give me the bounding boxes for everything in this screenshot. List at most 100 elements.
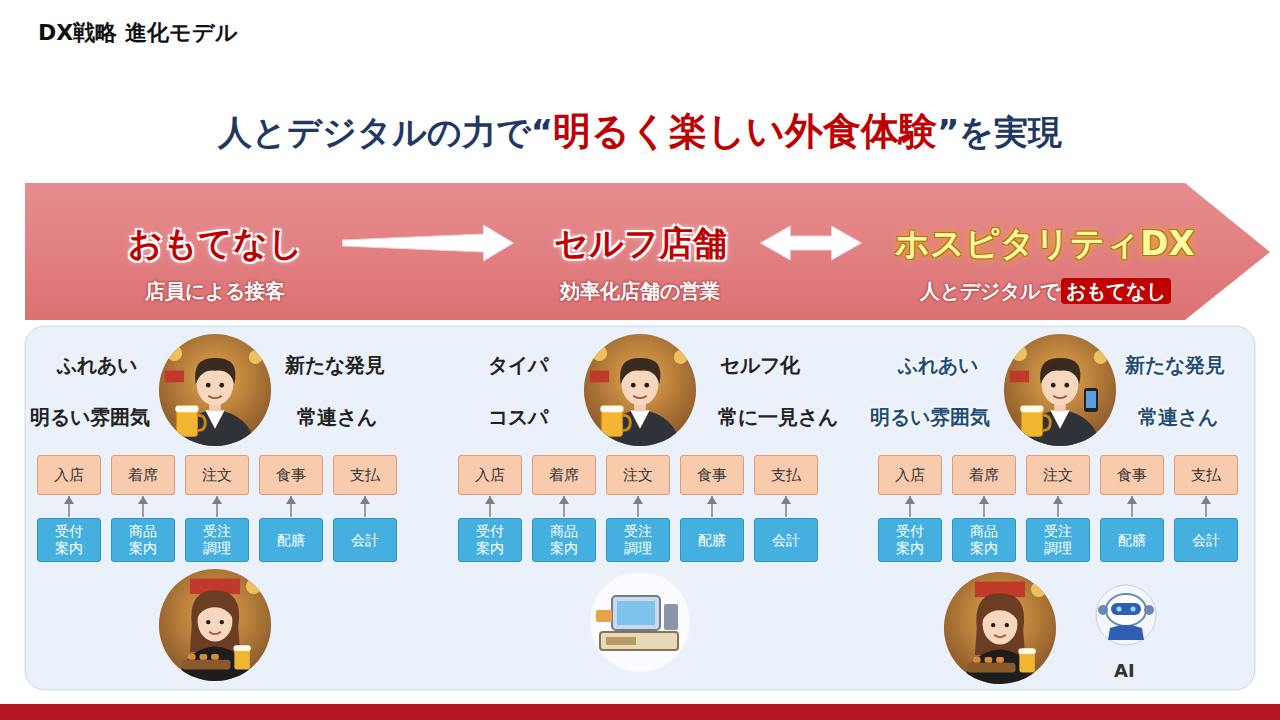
box-text: 受付 案内 [883,523,937,557]
step-box: 入店 [878,455,942,495]
role-box: 配膳 [1100,518,1164,562]
step-box: 入店 [37,455,101,495]
role-box: 会計 [754,518,818,562]
connector [781,496,791,504]
stage-heading: おもてなし [128,222,303,264]
step-box: 支払 [333,455,397,495]
connector [760,226,861,260]
box-text: 着席 [128,466,158,485]
connector [633,496,643,504]
step-box: 食事 [680,455,744,495]
keyword-label: コスパ [488,404,548,430]
process-panel [25,326,1255,690]
box-text: 食事 [276,466,306,485]
step-box: 支払 [1174,455,1238,495]
connector [707,496,717,504]
connector [64,496,74,504]
box-text: 受付 案内 [42,523,96,557]
headline-part: 人とデジタルの力で“ [218,110,553,156]
evolution-band [25,183,1270,320]
ai-robot-icon [1096,585,1156,645]
highlight-text: おもてなし [1061,278,1171,304]
staff-avatar [942,570,1058,686]
connector [212,496,222,504]
box-text: 会計 [351,532,379,549]
box-text: 配膳 [698,532,726,549]
box-text: 注文 [202,466,232,485]
box-text: 食事 [1117,466,1147,485]
footer-bar [0,704,1280,720]
pos-terminal-icon [590,572,690,672]
keyword-label: 常連さん [297,404,377,430]
box-text: 支払 [1191,466,1221,485]
customer-avatar [582,332,698,448]
headline-part: 明るく楽しい外食体験 [553,106,937,157]
step-box: 注文 [1026,455,1090,495]
role-box: 商品 案内 [111,518,175,562]
role-box: 配膳 [680,518,744,562]
keyword-label: 明るい雰囲気 [870,404,990,430]
connector [138,496,148,504]
connector [343,225,514,261]
headline: 人とデジタルの力で“明るく楽しい外食体験”を実現 [0,106,1280,157]
stage-subtitle-row: 人とデジタルでおもてなし [920,278,1171,304]
keyword-label: ふれあい [57,352,137,378]
keyword-label: 新たな発見 [1125,352,1225,378]
headline-part: ”を実現 [937,110,1062,156]
customer-avatar [1002,332,1118,448]
connector [559,496,569,504]
box-text: 入店 [895,466,925,485]
keyword-label: 常に一見さん [718,404,838,430]
box-text: 商品 案内 [537,523,591,557]
connector [979,496,989,504]
role-box: 受注 調理 [1026,518,1090,562]
staff-avatar [157,567,273,683]
box-text: 受注 調理 [190,523,244,557]
step-box: 注文 [606,455,670,495]
role-box: 受付 案内 [878,518,942,562]
robot-label: AI [1114,660,1135,681]
keyword-label: 常連さん [1138,404,1218,430]
customer-avatar [157,332,273,448]
stage-subtitle-row: 店員による接客 [145,278,285,304]
box-text: 商品 案内 [116,523,170,557]
connector [360,496,370,504]
box-text: 食事 [697,466,727,485]
box-text: 支払 [350,466,380,485]
role-box: 商品 案内 [952,518,1016,562]
keyword-label: ふれあい [898,352,978,378]
box-text: 入店 [475,466,505,485]
role-box: 受注 調理 [606,518,670,562]
role-box: 商品 案内 [532,518,596,562]
keyword-label: セルフ化 [720,352,800,378]
step-box: 着席 [532,455,596,495]
box-text: 配膳 [277,532,305,549]
connector [1053,496,1063,504]
connector [1127,496,1137,504]
step-box: 食事 [259,455,323,495]
keyword-label: 新たな発見 [285,352,385,378]
box-text: 注文 [1043,466,1073,485]
box-text: 支払 [771,466,801,485]
box-text: 入店 [54,466,84,485]
step-box: 注文 [185,455,249,495]
role-box: 会計 [1174,518,1238,562]
box-text: 着席 [969,466,999,485]
box-text: 注文 [623,466,653,485]
role-box: 配膳 [259,518,323,562]
box-text: 受注 調理 [1031,523,1085,557]
step-box: 食事 [1100,455,1164,495]
stage-subtitle: 人とデジタルで [920,278,1060,304]
role-box: 受付 案内 [37,518,101,562]
stage-subtitle: 店員による接客 [145,278,285,304]
box-text: 受付 案内 [463,523,517,557]
box-text: 会計 [1192,532,1220,549]
box-text: 商品 案内 [957,523,1011,557]
connector [485,496,495,504]
box-text: 会計 [772,532,800,549]
stage-subtitle-row: 効率化店舗の営業 [560,278,720,304]
stage-node: セルフ店舗効率化店舗の営業 [554,222,727,304]
box-text: 配膳 [1118,532,1146,549]
